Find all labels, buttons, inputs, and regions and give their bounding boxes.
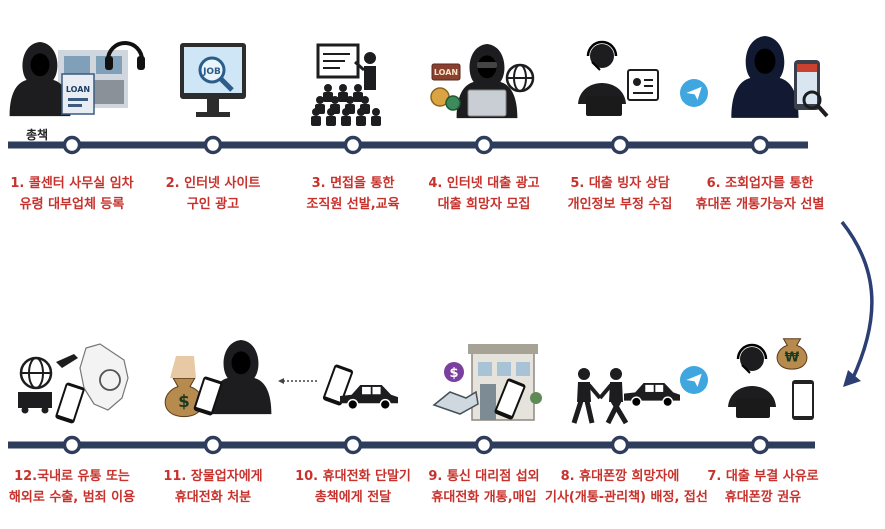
svg-text:$: $ <box>178 391 190 411</box>
timeline-node-11 <box>203 435 223 455</box>
step-label-10-line1: 10. 휴대전화 단말기 <box>295 469 411 484</box>
step-label-4-line1: 4. 인터넷 대출 광고 <box>428 176 540 191</box>
timeline-node-4 <box>474 135 494 155</box>
presentation-audience-icon <box>311 43 381 126</box>
curved-arrow-icon <box>840 220 874 387</box>
step-label-3-line2: 조직원 선발,교육 <box>306 197 400 212</box>
timeline-node-1 <box>62 135 82 155</box>
step-label-5-line1: 5. 대출 빙자 상담 <box>570 176 670 191</box>
timeline-node-3 <box>343 135 363 155</box>
step-label-8-line1: 8. 휴대폰깡 희망자에 <box>560 469 680 484</box>
step-label-6-line2: 휴대폰 개통가능자 선별 <box>695 197 825 212</box>
timeline-node-7 <box>750 435 770 455</box>
svg-text:$: $ <box>449 366 458 381</box>
dotted-arrow-icon <box>278 378 318 384</box>
operator-moneybag-phone-icon: ₩ <box>728 338 814 420</box>
timeline-node-2 <box>203 135 223 155</box>
operator-idcard-icon <box>578 40 708 116</box>
svg-text:₩: ₩ <box>785 351 800 366</box>
svg-text:JOB: JOB <box>202 67 221 77</box>
step-label-6-line1: 6. 조회업자를 통한 <box>706 176 814 191</box>
timeline-node-12 <box>62 435 82 455</box>
people-car-meeting-icon <box>571 366 708 425</box>
step-label-7-line2: 휴대폰깡 권유 <box>724 490 802 505</box>
step-label-10-line2: 총책에게 전달 <box>314 490 392 505</box>
phone-car-delivery-icon <box>322 364 398 411</box>
store-handshake-icon: $ <box>432 344 542 421</box>
moneybag-hacker-icon: $ <box>164 340 272 418</box>
timeline-node-10 <box>343 435 363 455</box>
export-map-icon <box>18 343 129 424</box>
step-label-12-line1: 12.국내로 유통 또는 <box>14 469 130 484</box>
svg-text:LOAN: LOAN <box>66 85 90 94</box>
hacker-loan-icon: LOAN <box>430 44 535 119</box>
step-label-4-line2: 대출 희망자 모집 <box>437 197 531 212</box>
step-label-1-line2: 유령 대부업체 등록 <box>19 197 125 212</box>
step-label-5-line2: 개인정보 부정 수집 <box>567 197 673 212</box>
step-label-11-line1: 11. 장물업자에게 <box>163 469 263 484</box>
step-label-8-line2: 기사(개통-관리책) 배정, 접선 <box>545 490 708 505</box>
hacker-phone-search-icon <box>731 36 829 118</box>
step-label-2-line2: 구인 광고 <box>186 197 240 212</box>
timeline-node-6 <box>750 135 770 155</box>
job-monitor-icon: JOB <box>180 43 246 117</box>
step-label-12-line2: 해외로 수출, 범죄 이용 <box>8 490 136 505</box>
step-label-2-line1: 2. 인터넷 사이트 <box>165 176 261 191</box>
step-label-1-line1: 1. 콜센터 사무실 임차 <box>10 176 134 191</box>
step-label-9-line2: 휴대전화 개통,매입 <box>431 490 537 505</box>
step-label-3-line1: 3. 면접을 통한 <box>311 176 395 191</box>
svg-text:LOAN: LOAN <box>434 68 458 77</box>
step-label-11-line2: 휴대전화 처분 <box>174 490 252 505</box>
timeline-node-5 <box>610 135 630 155</box>
chongchaek-caption: 총책 <box>26 128 49 142</box>
step-label-7-line1: 7. 대출 부결 사유로 <box>707 469 819 484</box>
timeline-node-8 <box>610 435 630 455</box>
hacker-callcenter-icon: LOAN <box>9 41 145 117</box>
step-label-9-line1: 9. 통신 대리점 섭외 <box>428 469 540 484</box>
timeline-node-9 <box>474 435 494 455</box>
